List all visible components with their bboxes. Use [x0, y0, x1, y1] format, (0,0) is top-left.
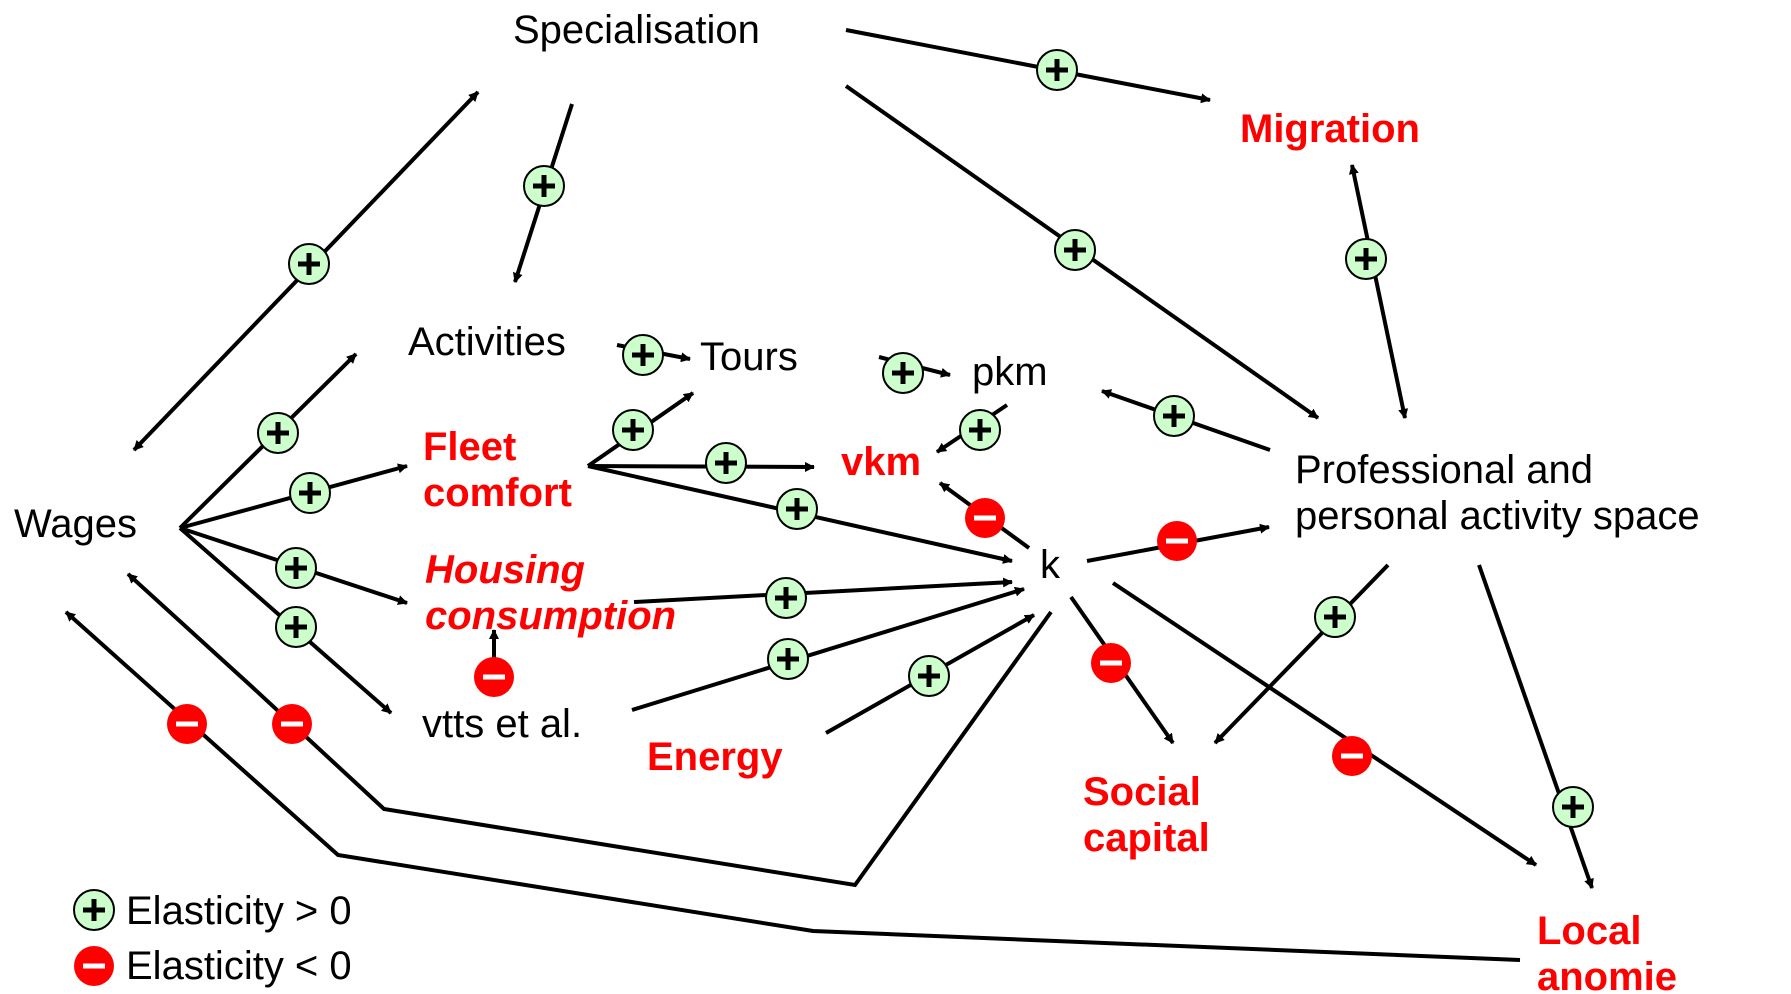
node-migration: Migration: [1240, 107, 1420, 151]
plus-badge-icon: [959, 409, 1001, 451]
plus-badge-icon: [288, 243, 330, 285]
node-pkm: pkm: [972, 350, 1048, 394]
node-activity-space-line1: Professional and: [1295, 448, 1593, 492]
minus-badge-icon: [74, 946, 114, 986]
plus-badge-icon: [275, 547, 317, 589]
node-activity-space-line2: personal activity space: [1295, 494, 1700, 538]
node-social-capital-line2: capital: [1083, 816, 1210, 860]
plus-circle-icon: [73, 889, 115, 931]
edge-vtts-k: [631, 586, 1025, 712]
legend-positive-label: Elasticity > 0: [126, 889, 352, 933]
plus-badge-icon: [882, 352, 924, 394]
plus-badge-icon: [257, 412, 299, 454]
plus-badge-icon: [622, 334, 664, 376]
edge-activity-space-local-anomie: [1477, 564, 1594, 889]
edge-k-wages: [126, 572, 1053, 888]
node-local-anomie-line2: anomie: [1537, 955, 1677, 994]
sign-badges: [167, 49, 1594, 828]
minus-circle-icon: [74, 946, 114, 986]
node-local-anomie-line1: Local: [1537, 909, 1641, 953]
node-vkm: vkm: [841, 440, 921, 484]
minus-badge-icon: [965, 498, 1005, 538]
edge-activity-space-social-capital: [1213, 563, 1390, 745]
node-fleet-comfort-line2: comfort: [423, 471, 572, 515]
plus-badge-icon: [73, 889, 115, 931]
minus-badge-icon: [1157, 521, 1197, 561]
minus-badge-icon: [1332, 736, 1372, 776]
edge-fleet-vkm: [587, 461, 815, 472]
edge-k-local-anomie: [1111, 581, 1538, 867]
node-housing-line1: Housing: [425, 548, 585, 592]
plus-badge-icon: [612, 409, 654, 451]
node-housing-line2: consumption: [425, 594, 676, 638]
node-social-capital-line1: Social: [1083, 770, 1201, 814]
edge-specialisation-migration: [845, 28, 1211, 104]
node-vtts: vtts et al.: [422, 702, 582, 746]
minus-badge-icon: [167, 704, 207, 744]
plus-badge-icon: [765, 577, 807, 619]
node-activities: Activities: [408, 320, 566, 364]
plus-badge-icon: [1552, 786, 1594, 828]
node-energy: Energy: [647, 735, 783, 779]
plus-badge-icon: [767, 638, 809, 680]
legend-negative-label: Elasticity < 0: [126, 944, 352, 988]
node-wages: Wages: [14, 502, 137, 546]
plus-badge-icon: [289, 472, 331, 514]
node-specialisation: Specialisation: [513, 8, 760, 52]
node-labels: Specialisation Migration Activities Tour…: [14, 8, 1700, 994]
plus-badge-icon: [776, 488, 818, 530]
plus-badge-icon: [1153, 395, 1195, 437]
plus-badge-icon: [908, 655, 950, 697]
legend: Elasticity > 0 Elasticity < 0: [73, 889, 352, 988]
minus-badge-icon: [1091, 643, 1131, 683]
minus-badge-icon: [474, 657, 514, 697]
node-k: k: [1040, 543, 1061, 587]
plus-badge-icon: [1314, 596, 1356, 638]
edge-housing-k: [633, 577, 1013, 604]
node-fleet-comfort-line1: Fleet: [423, 425, 516, 469]
node-tours: Tours: [700, 335, 798, 379]
edge-migration-activity-space: [1348, 164, 1409, 419]
plus-badge-icon: [1036, 49, 1078, 91]
plus-badge-icon: [523, 165, 565, 207]
plus-badge-icon: [275, 606, 317, 648]
plus-badge-icon: [1345, 238, 1387, 280]
plus-badge-icon: [1054, 229, 1096, 271]
minus-badge-icon: [272, 704, 312, 744]
plus-badge-icon: [705, 442, 747, 484]
